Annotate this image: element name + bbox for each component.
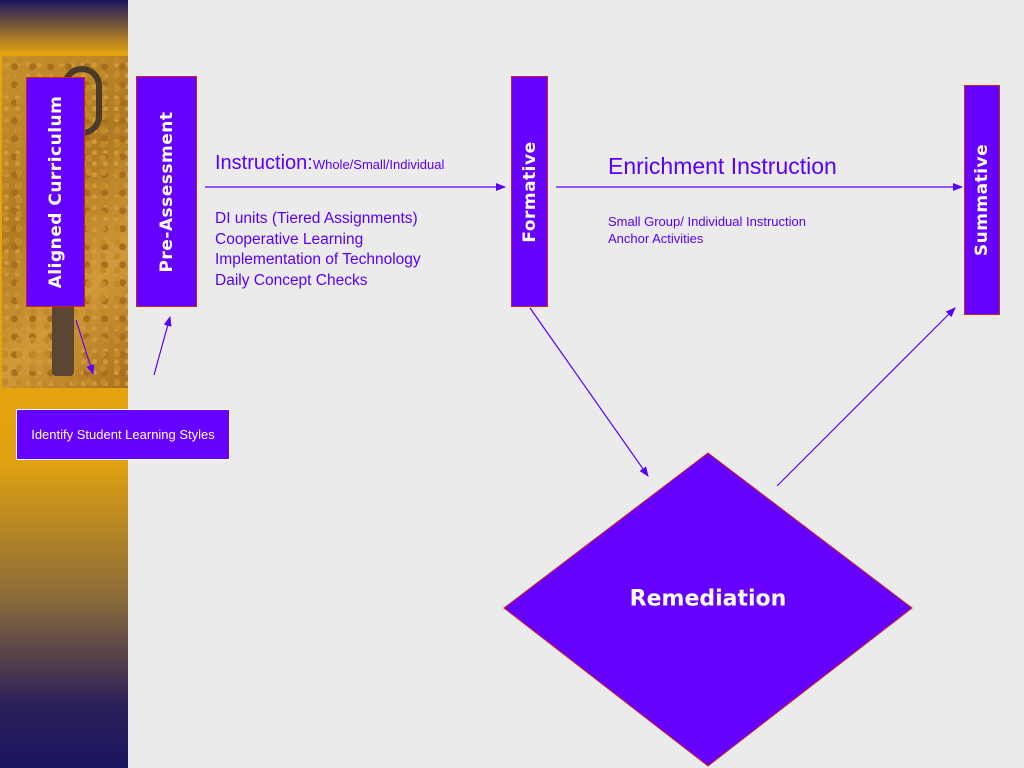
arrow-to-pre-assessment bbox=[153, 316, 172, 376]
summative-box: Summative bbox=[964, 85, 1000, 315]
identify-learning-styles-box: Identify Student Learning Styles bbox=[16, 409, 230, 460]
pre-assessment-box: Pre-Assessment bbox=[136, 76, 197, 307]
formative-box: Formative bbox=[511, 76, 548, 307]
enrichment-item: Anchor Activities bbox=[608, 231, 704, 246]
enrichment-list: Small Group/ Individual Instruction Anch… bbox=[608, 213, 806, 247]
instruction-subheading: Whole/Small/Individual bbox=[312, 157, 445, 172]
arrow-remediation-to-summative bbox=[776, 307, 956, 487]
key-shaft-shape bbox=[52, 286, 74, 376]
instruction-heading: Instruction:Whole/Small/Individual bbox=[215, 152, 444, 175]
instruction-item: Cooperative Learning bbox=[215, 230, 364, 248]
instruction-item: DI units (Tiered Assignments) bbox=[215, 210, 418, 227]
arrow-formative-to-remediation bbox=[529, 307, 649, 477]
arrow-to-aligned-curriculum bbox=[75, 319, 95, 375]
instruction-heading-main: Instruction: bbox=[215, 152, 313, 174]
instruction-list: DI units (Tiered Assignments) Cooperativ… bbox=[215, 209, 421, 291]
identify-learning-styles-label: Identify Student Learning Styles bbox=[31, 427, 215, 442]
instruction-item: Implementation of Technology bbox=[215, 251, 421, 268]
aligned-curriculum-box: Aligned Curriculum bbox=[26, 77, 85, 307]
remediation-diamond bbox=[503, 452, 913, 767]
enrichment-heading: Enrichment Instruction bbox=[608, 153, 837, 179]
enrichment-item: Small Group/ Individual Instruction bbox=[608, 214, 806, 229]
remediation-label: Remediation bbox=[629, 586, 787, 612]
instruction-item: Daily Concept Checks bbox=[215, 271, 368, 289]
